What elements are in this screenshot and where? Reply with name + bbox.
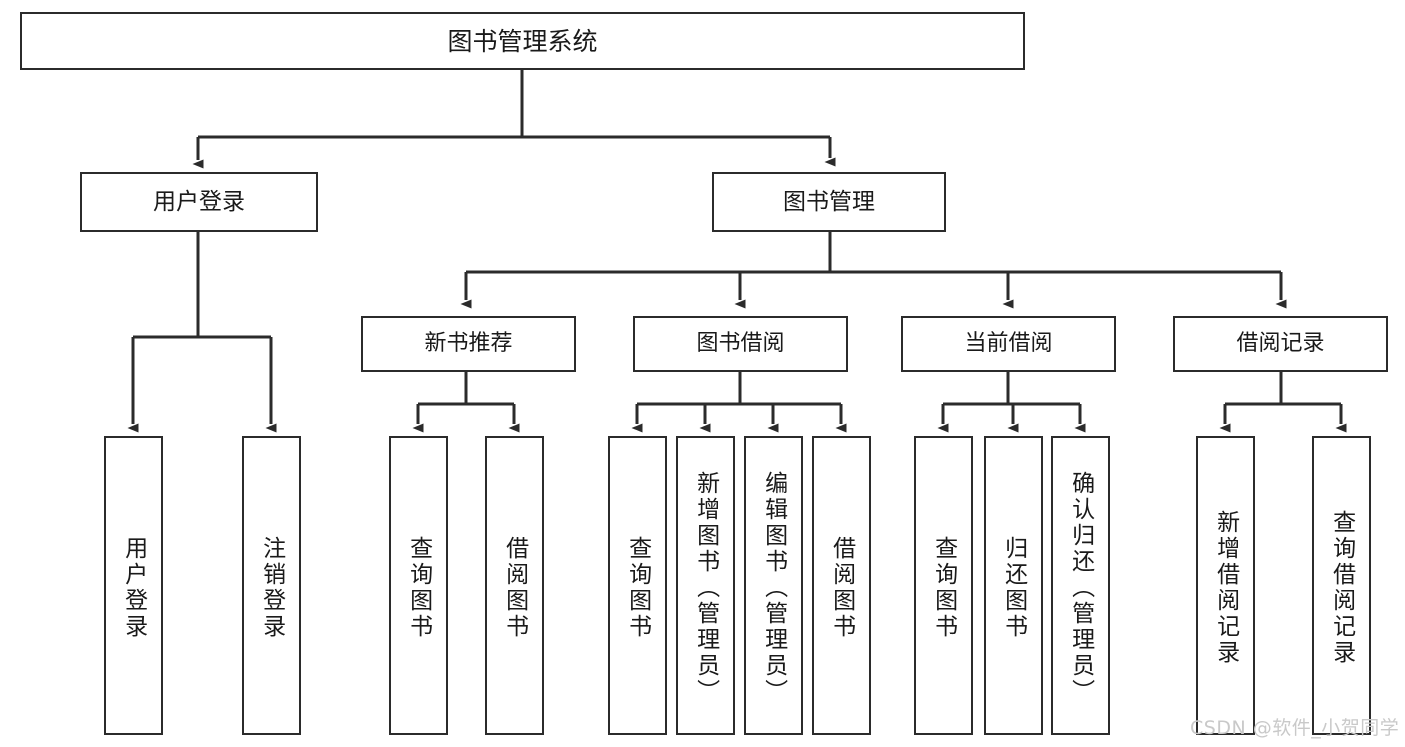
leaf-add-book[interactable]: 新增图书（管理员） [676, 436, 735, 735]
node-book-management[interactable]: 图书管理 [712, 172, 946, 232]
node-current-borrow[interactable]: 当前借阅 [901, 316, 1116, 372]
leaf-query-book-1[interactable]: 查询图书 [389, 436, 448, 735]
leaf-query-book-2-label: 查询图书 [624, 535, 651, 640]
node-new-book-recommend[interactable]: 新书推荐 [361, 316, 576, 372]
leaf-borrow-book-2[interactable]: 借阅图书 [812, 436, 871, 735]
leaf-query-book-2[interactable]: 查询图书 [608, 436, 667, 735]
leaf-edit-book-label: 编辑图书（管理员） [760, 470, 787, 705]
leaf-query-book-3[interactable]: 查询图书 [914, 436, 973, 735]
leaf-return-book[interactable]: 归还图书 [984, 436, 1043, 735]
node-root-label: 图书管理系统 [447, 26, 598, 56]
leaf-add-book-label: 新增图书（管理员） [692, 470, 719, 705]
node-user-login[interactable]: 用户登录 [80, 172, 318, 232]
leaf-query-record-label: 查询借阅记录 [1328, 509, 1355, 666]
leaf-logout[interactable]: 注销登录 [242, 436, 301, 735]
node-book-borrow[interactable]: 图书借阅 [633, 316, 848, 372]
leaf-user-login-label: 用户登录 [120, 535, 147, 640]
leaf-logout-label: 注销登录 [258, 535, 285, 640]
leaf-user-login[interactable]: 用户登录 [104, 436, 163, 735]
leaf-query-record[interactable]: 查询借阅记录 [1312, 436, 1371, 735]
csdn-watermark: CSDN @软件_小贺同学 [1190, 717, 1400, 739]
leaf-return-book-label: 归还图书 [1000, 535, 1027, 640]
node-borrow-record-label: 借阅记录 [1236, 331, 1325, 356]
leaf-query-book-1-label: 查询图书 [405, 535, 432, 640]
node-current-borrow-label: 当前借阅 [964, 331, 1053, 356]
node-book-borrow-label: 图书借阅 [696, 331, 785, 356]
node-book-management-label: 图书管理 [783, 188, 875, 215]
node-borrow-record[interactable]: 借阅记录 [1173, 316, 1388, 372]
leaf-add-record[interactable]: 新增借阅记录 [1196, 436, 1255, 735]
node-root[interactable]: 图书管理系统 [20, 12, 1025, 70]
leaf-borrow-book-1-label: 借阅图书 [501, 535, 528, 640]
node-new-book-recommend-label: 新书推荐 [424, 331, 513, 356]
leaf-borrow-book-1[interactable]: 借阅图书 [485, 436, 544, 735]
leaf-confirm-return[interactable]: 确认归还（管理员） [1051, 436, 1110, 735]
leaf-confirm-return-label: 确认归还（管理员） [1067, 470, 1094, 705]
leaf-edit-book[interactable]: 编辑图书（管理员） [744, 436, 803, 735]
leaf-borrow-book-2-label: 借阅图书 [828, 535, 855, 640]
leaf-add-record-label: 新增借阅记录 [1212, 509, 1239, 666]
node-user-login-label: 用户登录 [153, 188, 245, 215]
leaf-query-book-3-label: 查询图书 [930, 535, 957, 640]
